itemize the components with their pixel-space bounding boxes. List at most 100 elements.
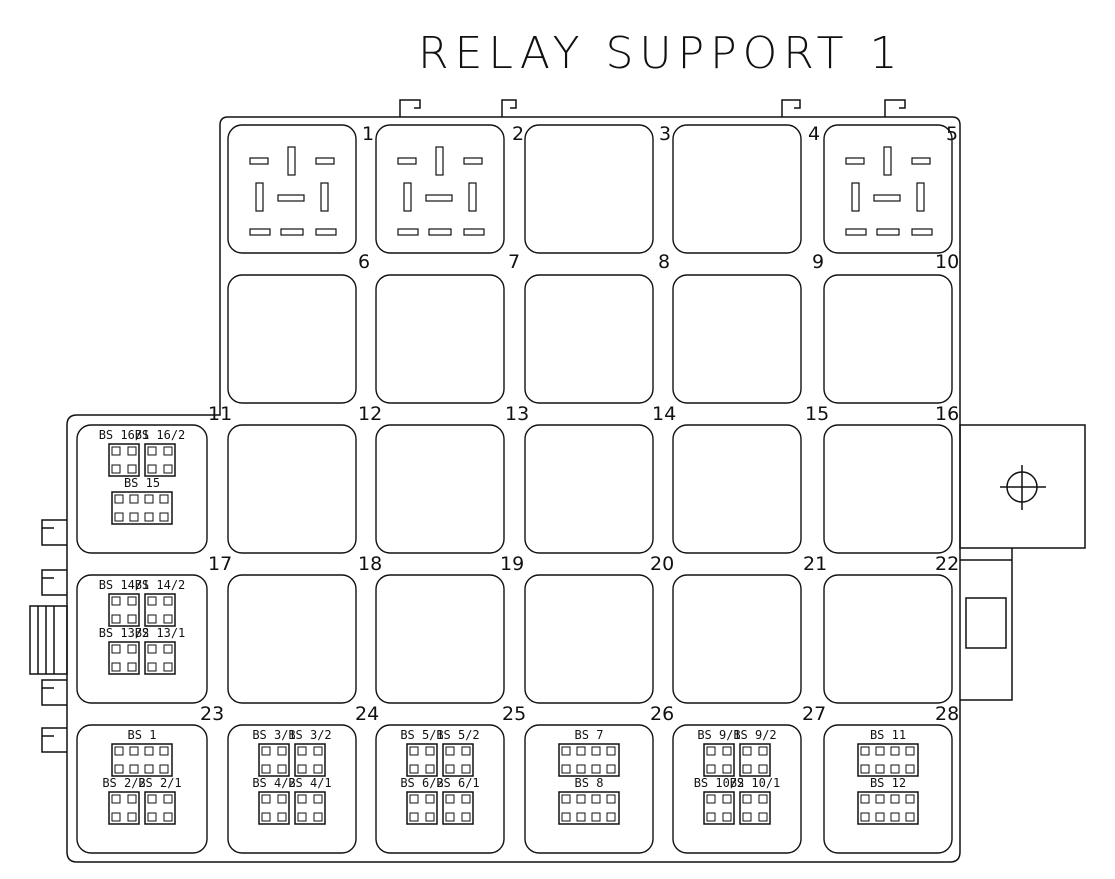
fuse-label: BS 14/2 [135, 578, 186, 592]
fuse-terminal [163, 464, 173, 474]
fuse-terminal [890, 746, 900, 756]
fuse-terminal [890, 812, 900, 822]
fuse-block [111, 743, 173, 777]
fuse-block [111, 491, 173, 525]
fuse-group-col3-row5: BS 7BS 8 [558, 728, 620, 825]
fuse-terminal [860, 764, 870, 774]
fuse-terminal [129, 746, 139, 756]
fuse-block [739, 743, 771, 777]
slot-number: 1 [362, 123, 374, 145]
relay-pin [873, 194, 901, 202]
slot-outline [375, 274, 505, 404]
fuse-terminal [875, 764, 885, 774]
fuse-label: BS 13/2 [99, 626, 150, 640]
slot-18 [524, 574, 654, 704]
side-clip [41, 569, 67, 596]
fuse-terminal [561, 764, 571, 774]
fuse-terminal [129, 512, 139, 522]
slot-number: 9 [812, 251, 824, 273]
fuse-terminal [313, 812, 323, 822]
fuse-terminal [722, 812, 732, 822]
slot-6 [227, 274, 357, 404]
fuse-terminal [606, 746, 616, 756]
fuse-terminal [706, 794, 716, 804]
slot-1 [227, 124, 357, 254]
fuse-block [108, 791, 140, 825]
slot-number: 23 [200, 703, 224, 725]
slot-11 [227, 424, 357, 554]
slot-number: 25 [502, 703, 526, 725]
slot-number: 10 [935, 251, 959, 273]
slot-2 [375, 124, 505, 254]
relay-pin [315, 157, 335, 165]
slot-outline [524, 724, 654, 854]
fuse-terminal [114, 494, 124, 504]
fuse-terminal [722, 746, 732, 756]
fuse-terminal [111, 662, 121, 672]
fuse-terminal [409, 746, 419, 756]
fuse-terminal [445, 794, 455, 804]
slot-outline [823, 124, 953, 254]
slot-number: 15 [805, 403, 829, 425]
fuse-block [144, 791, 176, 825]
slot-number: 8 [658, 251, 670, 273]
fuse-terminal [591, 794, 601, 804]
fuse-terminal [461, 746, 471, 756]
fuse-terminal [163, 812, 173, 822]
fuse-terminal [313, 794, 323, 804]
fuse-terminal [425, 794, 435, 804]
fuse-terminal [261, 746, 271, 756]
slot-outline [823, 724, 953, 854]
fuse-terminal [111, 614, 121, 624]
fuse-terminal [706, 746, 716, 756]
fuse-terminal [445, 812, 455, 822]
fuse-terminal [561, 794, 571, 804]
fuse-label: BS 10/2 [694, 776, 745, 790]
fuse-terminal [875, 746, 885, 756]
fuse-terminal [576, 794, 586, 804]
relay-pin [255, 182, 264, 212]
slot-number: 11 [208, 403, 232, 425]
fuse-label: BS 5/1 [400, 728, 443, 742]
relay-pin [911, 157, 931, 165]
fuse-label: BS 6/1 [436, 776, 479, 790]
fuse-terminal [163, 794, 173, 804]
side-connector [29, 605, 68, 675]
fuse-block [442, 743, 474, 777]
slot-outline [227, 724, 357, 854]
fuse-terminal [905, 812, 915, 822]
fuse-terminal [147, 446, 157, 456]
fuse-terminal [461, 794, 471, 804]
slot-14 [672, 424, 802, 554]
box-outline [66, 116, 961, 863]
relay-pin [911, 228, 933, 236]
fuse-label: BS 11 [870, 728, 906, 742]
fuse-terminal [261, 764, 271, 774]
mounting-clip [399, 99, 421, 117]
fuse-terminal [905, 764, 915, 774]
slot-number: 5 [946, 123, 958, 145]
fuse-terminal [114, 746, 124, 756]
fuse-terminal [163, 596, 173, 606]
fuse-block [258, 791, 290, 825]
fuse-terminal [425, 812, 435, 822]
relay-pin [845, 157, 865, 165]
fuse-terminal [147, 644, 157, 654]
fuse-terminal [129, 764, 139, 774]
fuse-terminal [144, 746, 154, 756]
fuse-block [144, 641, 176, 675]
slot-outline [76, 424, 208, 554]
fuse-block [703, 791, 735, 825]
side-clip [41, 727, 67, 753]
fuse-terminal [114, 512, 124, 522]
fuse-block [108, 443, 140, 477]
fuse-block [558, 791, 620, 825]
fuse-terminal [606, 764, 616, 774]
relay-pin [280, 228, 304, 236]
fuse-terminal [875, 812, 885, 822]
relay-pin [468, 182, 477, 212]
slot-outline [227, 274, 357, 404]
slot-number: 26 [650, 703, 674, 725]
